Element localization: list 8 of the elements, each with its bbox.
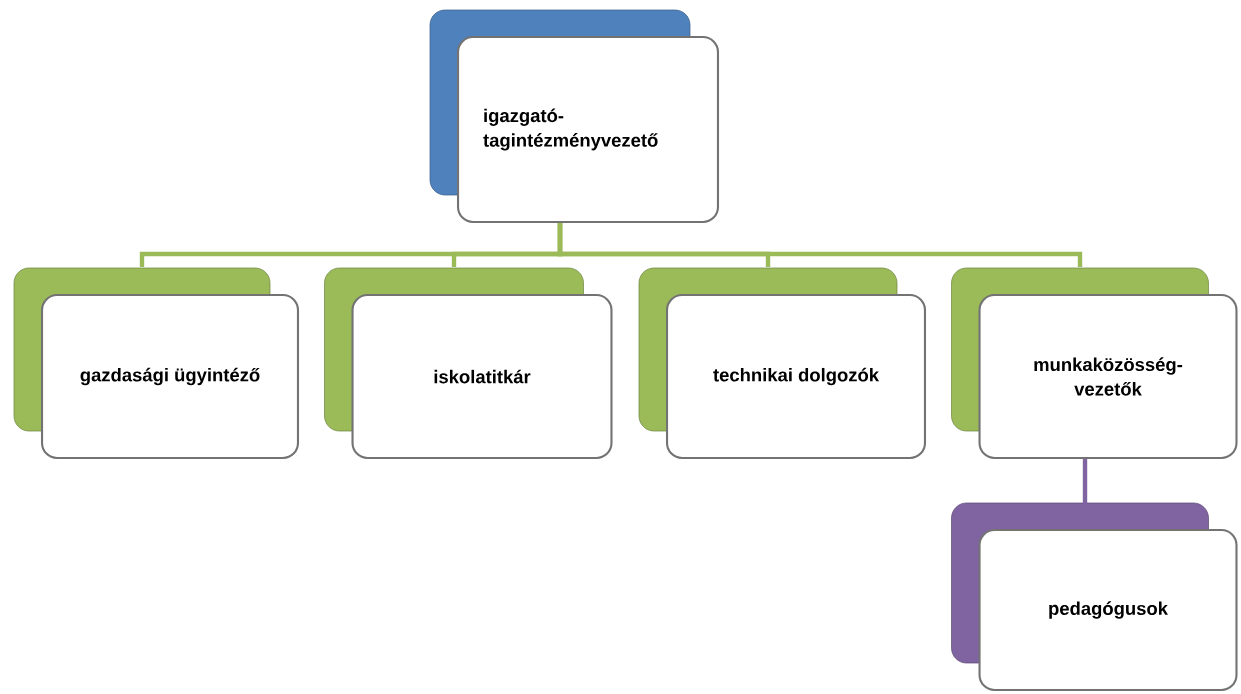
- card-box: munkaközösség- vezetők: [951, 267, 1238, 460]
- connector-line: [557, 223, 1083, 267]
- card-box: technikai dolgozók: [638, 267, 927, 460]
- card-box: igazgató- tagintézményvezető: [429, 9, 720, 224]
- connector-line: [1082, 459, 1088, 504]
- card-box: gazdasági ügyintéző: [13, 267, 300, 460]
- card-box: iskolatitkár: [324, 267, 613, 460]
- card-box: pedagógusok: [951, 502, 1238, 692]
